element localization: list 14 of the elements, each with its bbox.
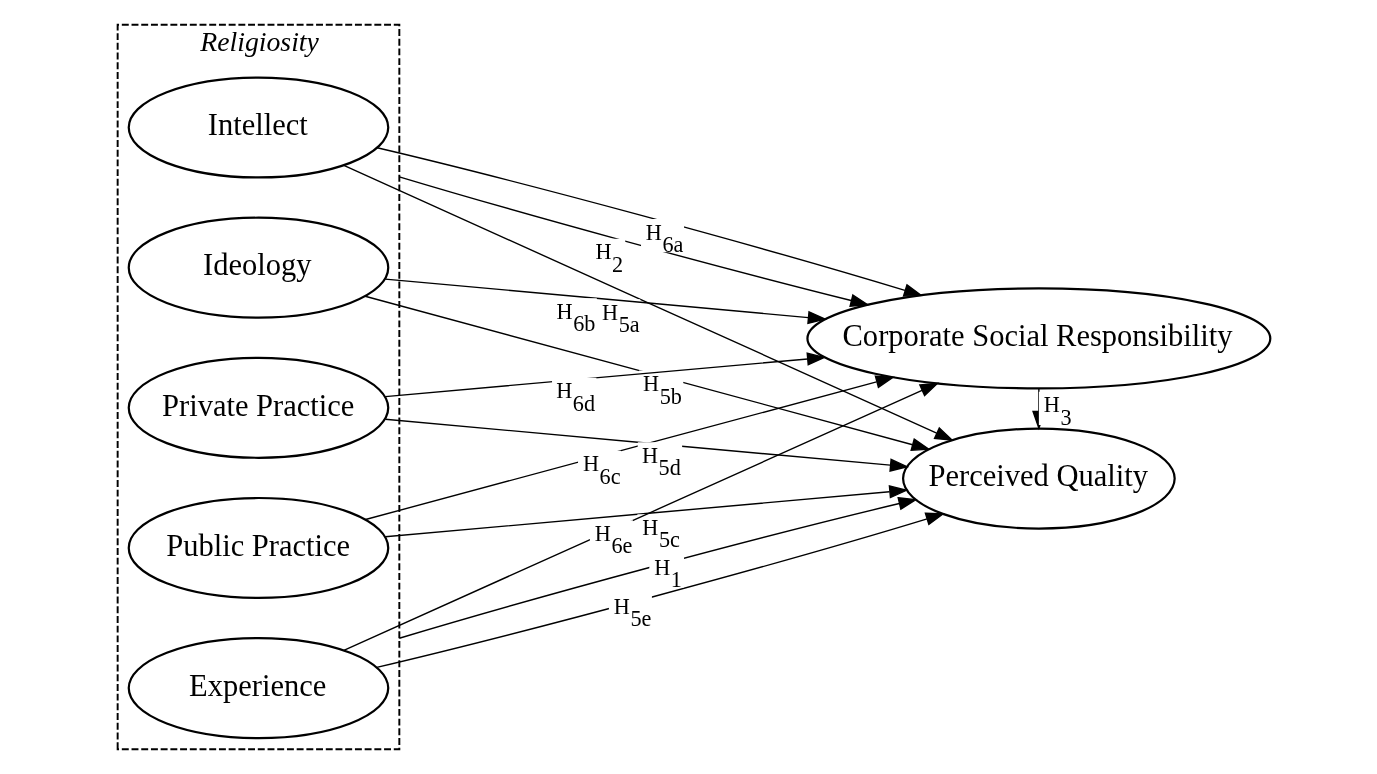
arrow xyxy=(384,485,909,538)
node-ellipse: Ideology xyxy=(127,216,390,319)
arrow xyxy=(384,278,828,325)
arrow xyxy=(398,497,918,639)
arrow xyxy=(384,418,910,472)
node-ellipse: Experience xyxy=(127,637,390,740)
node-ellipse: Public Practice xyxy=(127,496,390,600)
arrow xyxy=(343,164,954,441)
arrow xyxy=(384,352,827,398)
arrow xyxy=(376,147,924,297)
node-ellipse: Private Practice xyxy=(127,356,390,459)
node-ellipse: Intellect xyxy=(127,76,390,179)
arrow xyxy=(343,382,940,652)
arrow xyxy=(398,176,870,308)
